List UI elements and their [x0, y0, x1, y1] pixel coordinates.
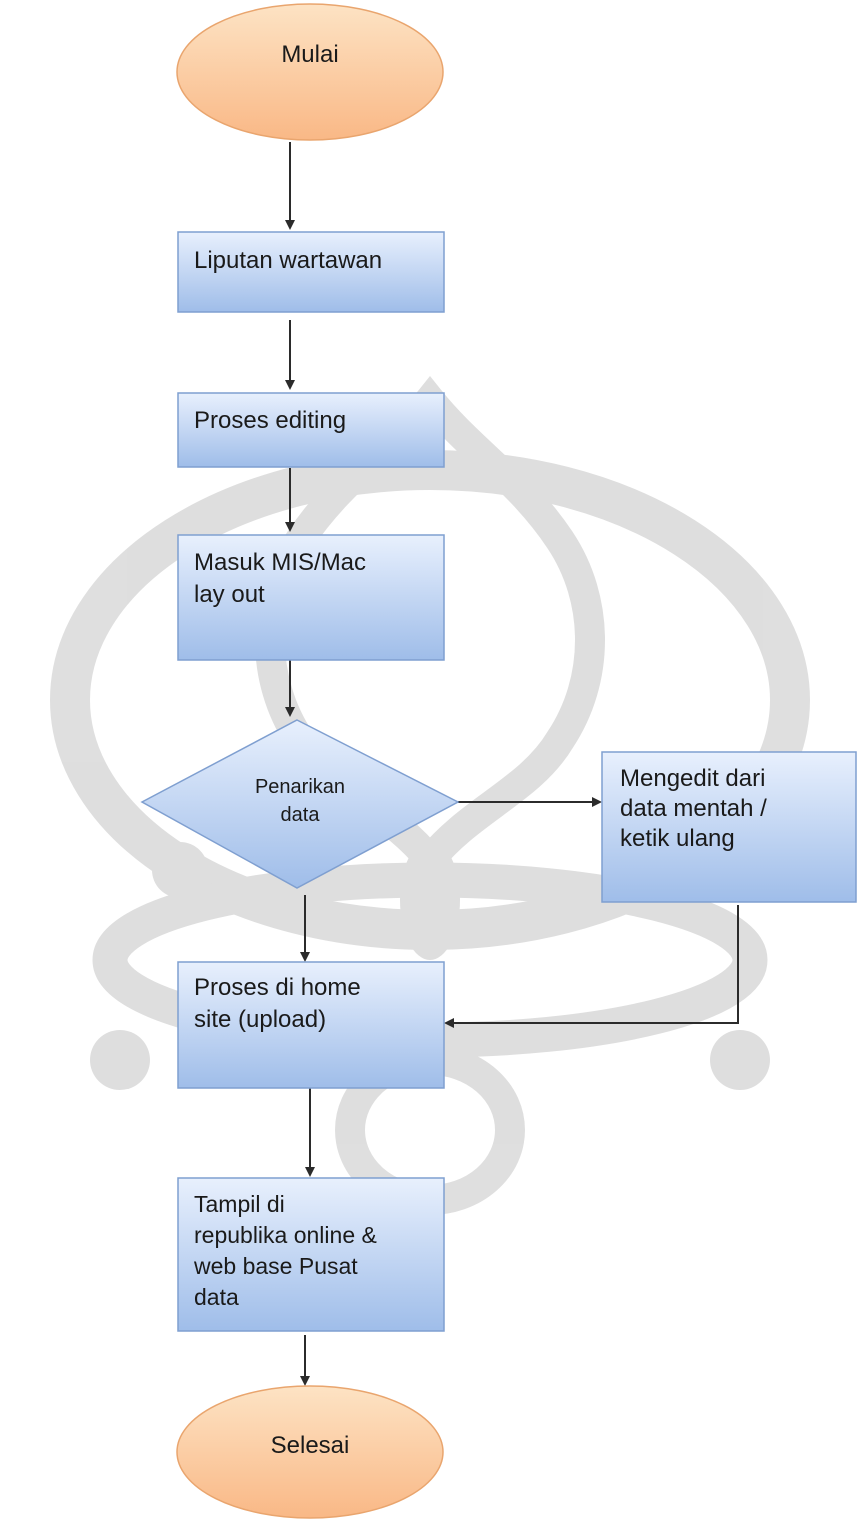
mengedit-label-line: ketik ulang	[620, 825, 735, 852]
process-masuk-mis: Masuk MIS/Mac lay out	[177, 534, 445, 661]
homesite-label-line: site (upload)	[194, 1006, 326, 1033]
masuk-label-line: Masuk MIS/Mac	[194, 549, 366, 576]
masuk-label-line: lay out	[194, 581, 265, 608]
process-editing: Proses editing	[177, 392, 445, 468]
end-terminal: Selesai	[176, 1385, 444, 1519]
connectors	[285, 142, 739, 1386]
decision-label-line: data	[281, 804, 321, 826]
process-liputan-wartawan: Liputan wartawan	[177, 231, 445, 313]
start-label-line: Mulai	[281, 41, 338, 68]
arrow-mengedit-to-homesite	[444, 905, 739, 1028]
homesite-label: Proses di home site (upload)	[194, 974, 361, 1033]
process-tampil: Tampil di republika online & web base Pusa…	[177, 1177, 445, 1332]
liputan-label-line: Liputan wartawan	[194, 247, 382, 274]
tampil-label-line: republika online &	[194, 1222, 377, 1248]
start-terminal: Mulai	[176, 3, 444, 141]
tampil-label-line: web base Pusat	[193, 1253, 358, 1279]
tampil-label: Tampil di republika online & web base Pusa…	[193, 1191, 377, 1310]
process-homesite: Proses di home site (upload)	[177, 961, 445, 1089]
tampil-label-line: Tampil di	[194, 1191, 285, 1217]
start-label: Mulai	[281, 41, 338, 68]
editing-label-line: Proses editing	[194, 407, 346, 434]
decision-label-line: Penarikan	[255, 776, 345, 798]
decision-label: Penarikan data	[255, 776, 345, 826]
end-label: Selesai	[271, 1432, 350, 1459]
masuk-label: Masuk MIS/Mac lay out	[194, 549, 366, 608]
end-label-line: Selesai	[271, 1432, 350, 1459]
tampil-label-line: data	[194, 1284, 239, 1310]
process-mengedit: Mengedit dari data mentah / ketik ulang	[601, 751, 857, 903]
editing-label: Proses editing	[194, 407, 346, 434]
mengedit-label-line: data mentah /	[620, 795, 767, 822]
liputan-label: Liputan wartawan	[194, 247, 382, 274]
decision-penarikan-data: Penarikan data	[140, 719, 460, 889]
mengedit-label-line: Mengedit dari	[620, 765, 765, 792]
homesite-label-line: Proses di home	[194, 974, 361, 1001]
mengedit-label: Mengedit dari data mentah / ketik ulang	[620, 765, 767, 852]
